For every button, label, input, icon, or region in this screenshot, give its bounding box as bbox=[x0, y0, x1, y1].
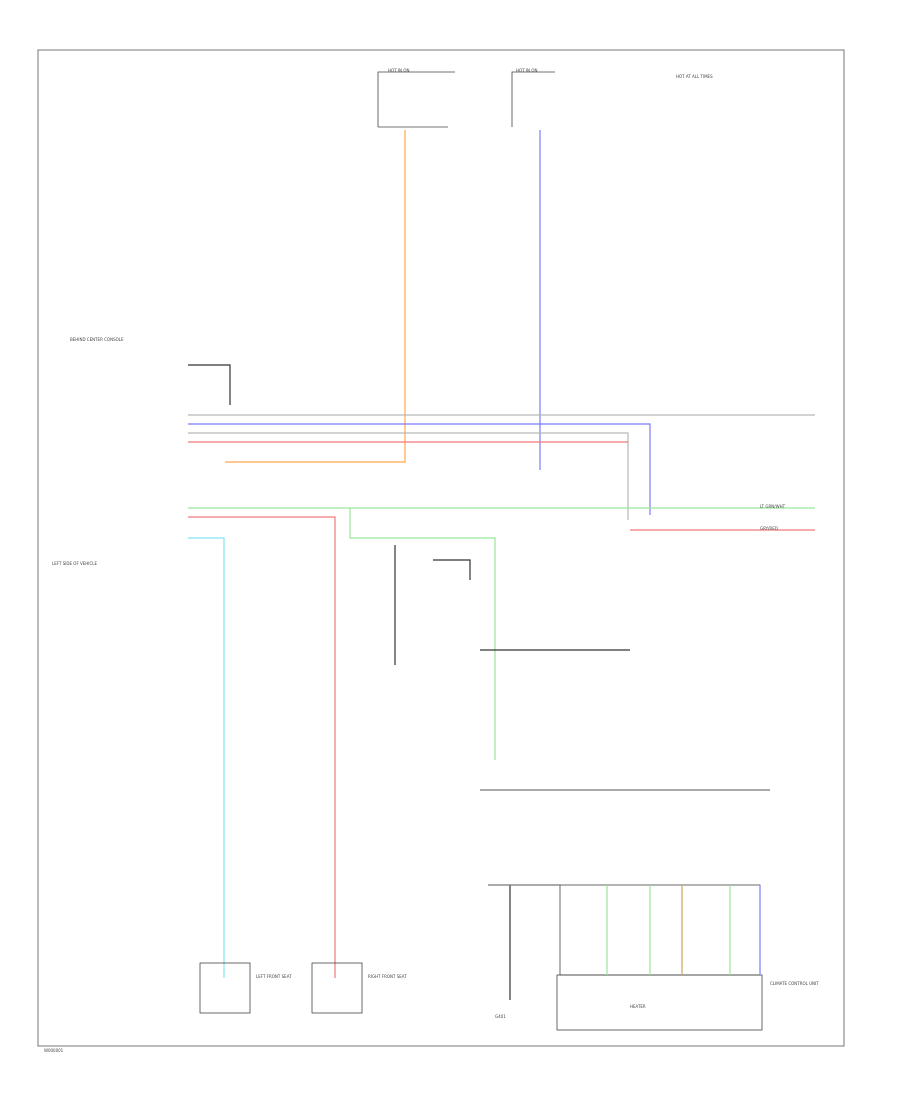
svg-text:CLIMATE CONTROL UNIT: CLIMATE CONTROL UNIT bbox=[770, 981, 819, 986]
right-label-2: GRY/RED bbox=[760, 526, 778, 531]
wire-bus bbox=[480, 789, 770, 886]
svg-text:HEATER: HEATER bbox=[630, 1004, 646, 1009]
svg-text:LEFT FRONT SEAT: LEFT FRONT SEAT bbox=[256, 974, 292, 979]
seat-switch-left: LEFT FRONT SEAT bbox=[199, 962, 292, 1014]
wire-gray bbox=[188, 414, 815, 520]
ground-bottom: G401 bbox=[495, 1014, 506, 1019]
seat-heater-control-unit: HEATER CLIMATE CONTROL UNIT bbox=[556, 884, 819, 1031]
diagram-frame bbox=[37, 49, 845, 1047]
top-connector-2: HOT IN ON bbox=[511, 68, 555, 127]
wire-cyan bbox=[188, 537, 225, 978]
top-connector-3: HOT AT ALL TIMES bbox=[676, 74, 713, 79]
wire-red bbox=[188, 441, 815, 978]
wire-black bbox=[188, 364, 630, 1000]
svg-text:HOT IN ON: HOT IN ON bbox=[388, 68, 409, 73]
wire-module-green bbox=[606, 885, 731, 975]
svg-text:RIGHT FRONT SEAT: RIGHT FRONT SEAT bbox=[368, 974, 407, 979]
seat-switch-right: RIGHT FRONT SEAT bbox=[311, 962, 407, 1014]
footer-code: W000001 bbox=[44, 1048, 64, 1053]
wire-orange bbox=[225, 130, 406, 463]
right-label-1: LT GRN/WHT bbox=[760, 504, 786, 509]
wire-green bbox=[188, 507, 815, 760]
left-connector-label: LEFT SIDE OF VEHICLE bbox=[52, 561, 97, 566]
svg-text:HOT AT ALL TIMES: HOT AT ALL TIMES bbox=[676, 74, 713, 79]
wire-blue bbox=[188, 130, 651, 515]
svg-text:HOT IN ON: HOT IN ON bbox=[516, 68, 537, 73]
top-connector-1: HOT IN ON bbox=[377, 68, 455, 128]
ground-source-label: BEHIND CENTER CONSOLE bbox=[70, 337, 124, 342]
